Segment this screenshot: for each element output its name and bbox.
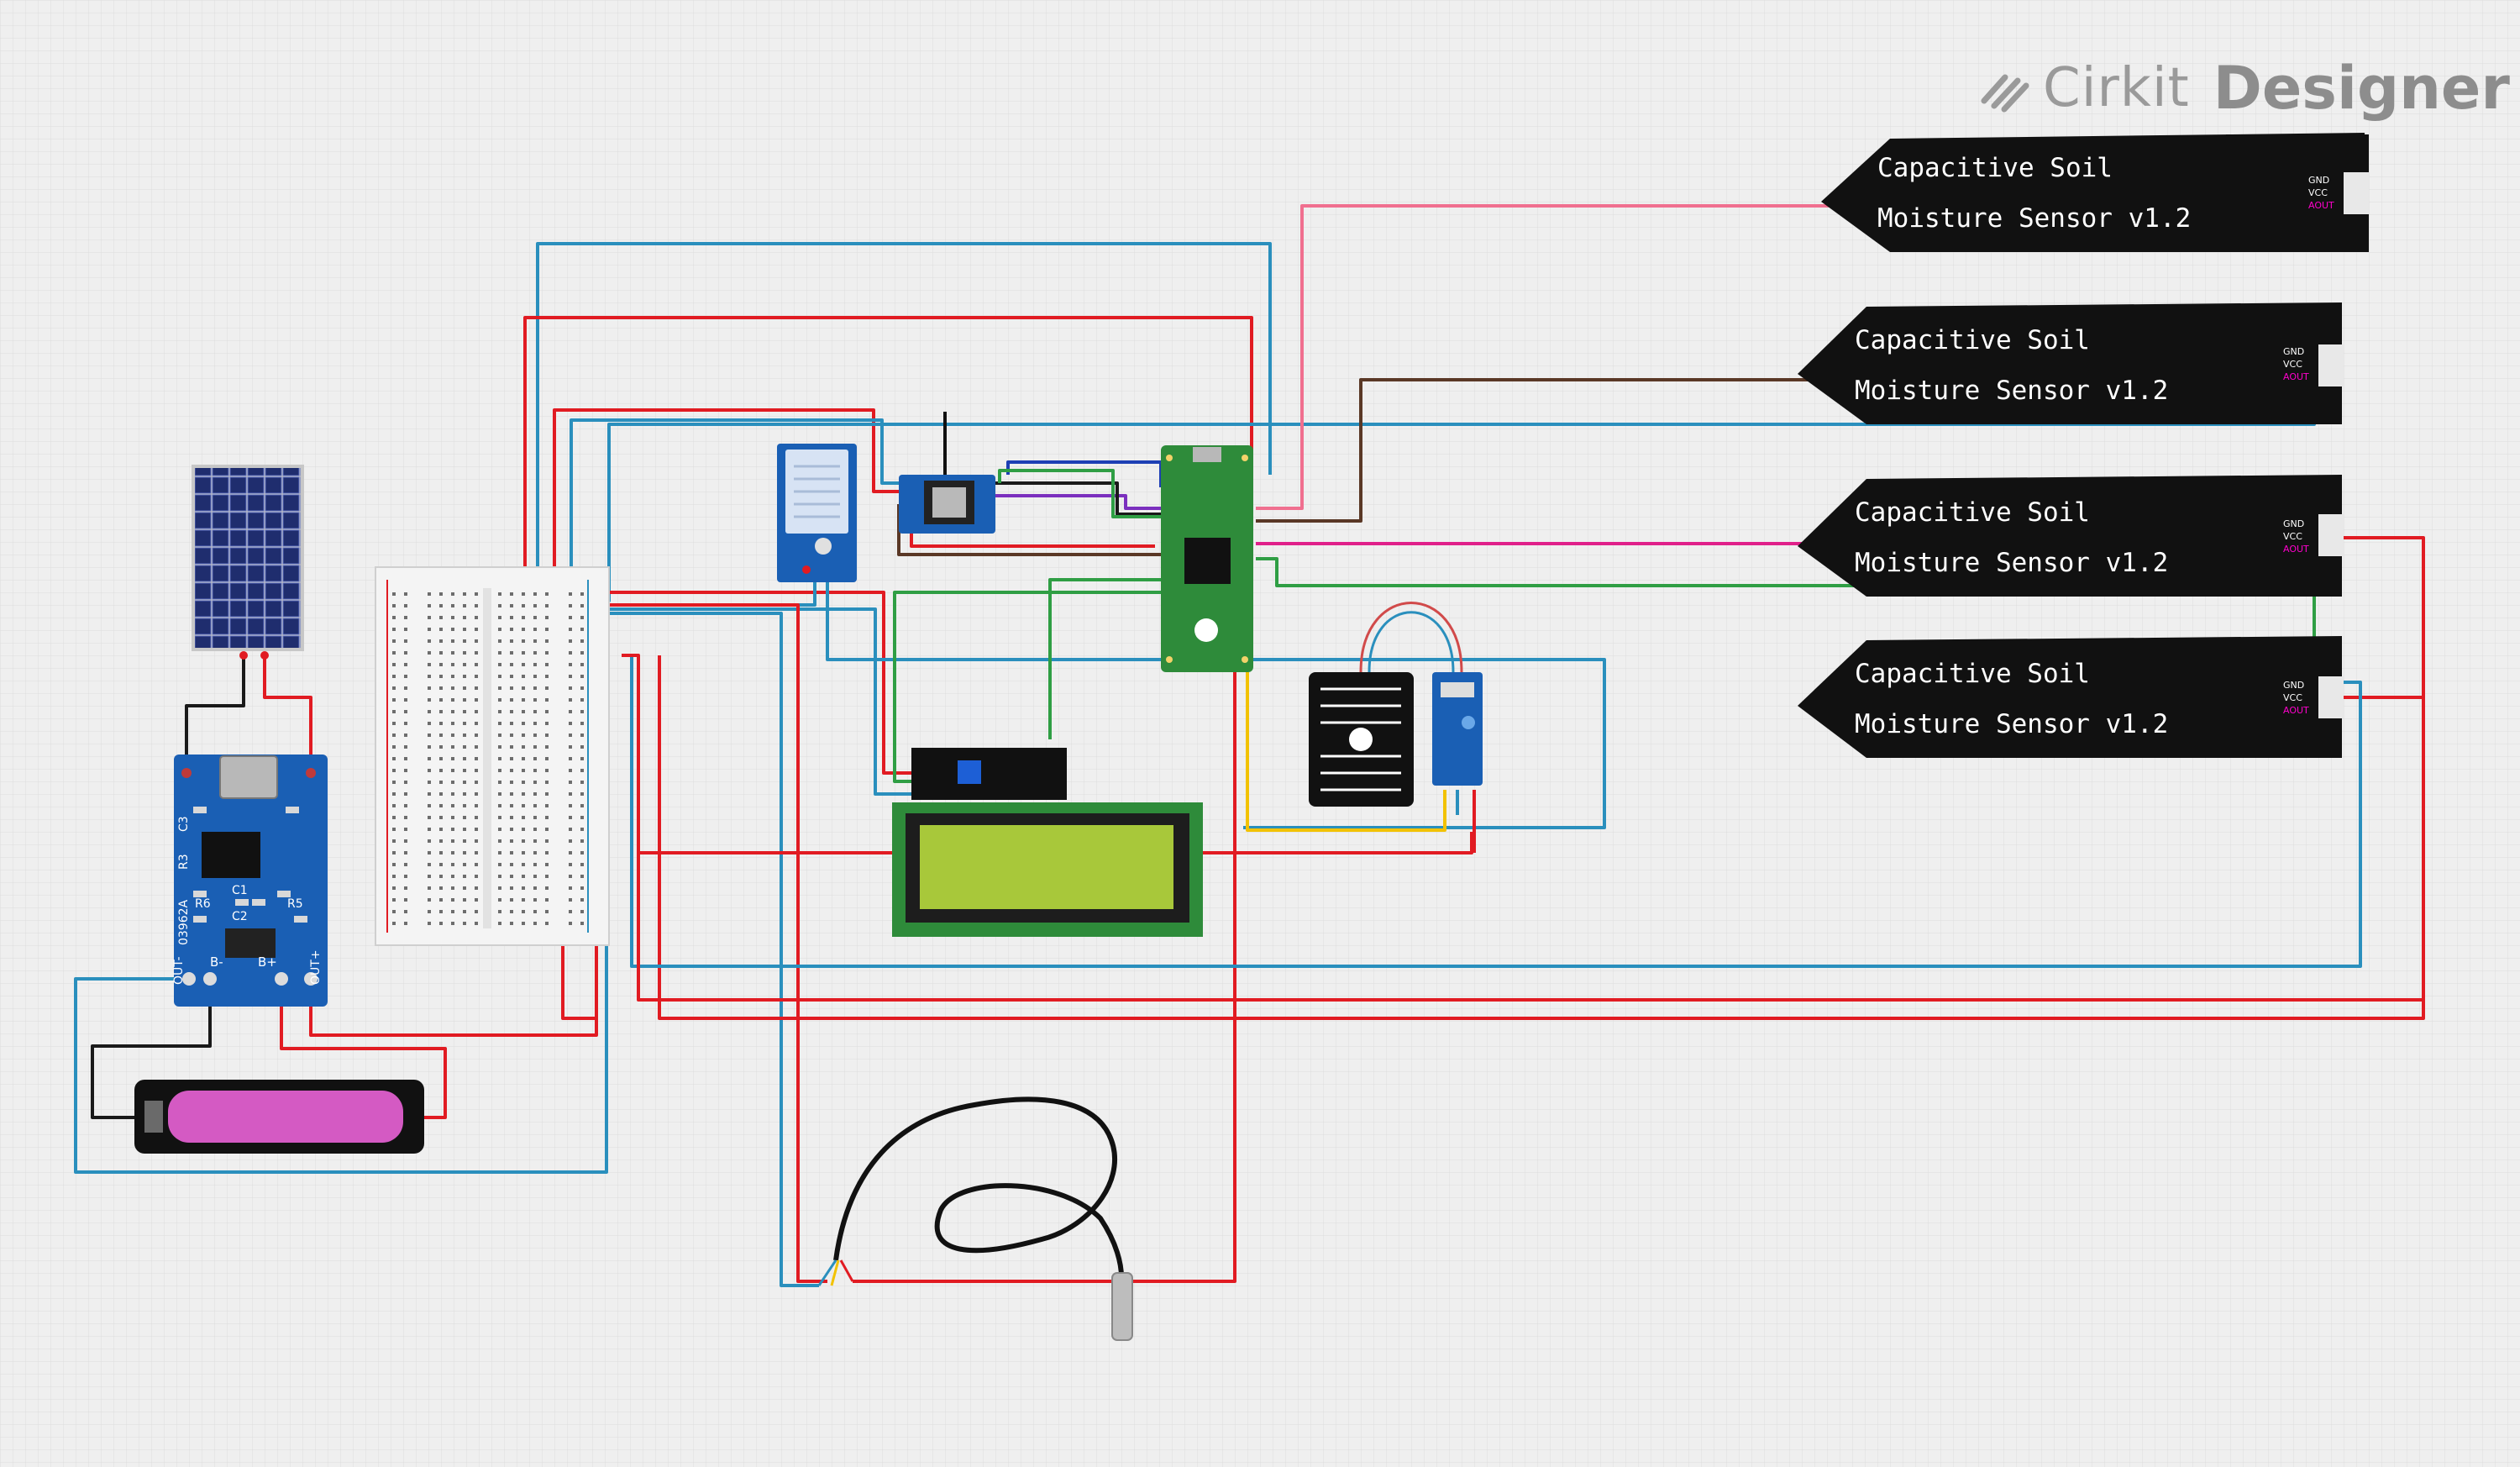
soil-sensor-3-gnd: GND [2283,518,2304,529]
wire-esp-pico-4[interactable] [998,469,1168,518]
wire-bb-lcd-blue[interactable] [596,607,911,796]
wire-esp-pico-1[interactable] [991,494,1161,510]
wire-lcd-sda[interactable] [893,591,1163,783]
soil-sensor-1-line1: Capacitive Soil [1877,153,2113,183]
charger-label-b-neg: B- [210,954,223,970]
charger-label-part: 03962A [177,899,191,945]
charger-label-r3: R3 [177,854,191,870]
soil-sensor-1-gnd: GND [2308,175,2329,186]
wire-solar-pos[interactable] [263,655,312,773]
charger-label-c2: C2 [232,910,248,923]
battery-holder[interactable] [134,1080,424,1154]
charger-label-out-pos: OUT+ [309,949,323,985]
charger-module[interactable]: B- B+ R6 C1 C2 R5 OUT- OUT+ 03962A R3 C3 [172,755,328,1007]
soil-sensor-2[interactable]: Capacitive Soil Moisture Sensor v1.2 GND… [1798,302,2344,424]
soil-sensor-3[interactable]: Capacitive Soil Moisture Sensor v1.2 GND… [1798,475,2344,597]
soil-sensor-3-aout: AOUT [2283,544,2309,555]
rain-sensor[interactable] [1309,602,1483,807]
soil-sensor-1-vcc: VCC [2308,187,2328,198]
wire-out-neg[interactable] [74,588,608,1174]
brand-logo: Cirkit Designer [1976,50,2510,126]
wire-bat-neg[interactable] [91,979,212,1119]
soil-sensor-2-aout: AOUT [2283,371,2309,382]
charger-label-b-pos: B+ [258,954,277,970]
wires [74,204,2425,1287]
soil-sensor-1[interactable]: Capacitive Soil Moisture Sensor v1.2 GND… [1821,133,2369,252]
soil-sensor-4-gnd: GND [2283,680,2304,691]
dht11-sensor[interactable] [777,444,857,582]
brand-logo-text: Cirkit [2043,57,2190,119]
esp-module[interactable] [899,412,995,534]
soil-sensor-3-line1: Capacitive Soil [1855,497,2090,528]
charger-label-r6: R6 [195,897,211,911]
solar-panel[interactable] [192,465,304,660]
wire-ds-blue[interactable] [596,612,819,1287]
wire-dht-data[interactable] [826,580,1606,829]
lcd-display[interactable] [892,748,1203,937]
wire-esp-pico-2[interactable] [991,481,1161,516]
soil-sensor-1-line2: Moisture Sensor v1.2 [1877,203,2191,234]
soil-sensor-4-vcc: VCC [2283,692,2302,703]
breadboard[interactable] [375,566,610,946]
wire-lcd-scl[interactable] [1048,578,1163,739]
wire-bat-pos[interactable] [280,979,447,1119]
charger-label-c1: C1 [232,884,248,897]
brand-product-text: Designer [2213,54,2510,123]
soil-sensor-1-aout: AOUT [2308,200,2334,211]
wire-soil-4-aout[interactable] [1256,557,2316,681]
charger-label-r5: R5 [287,897,303,911]
soil-sensor-2-gnd: GND [2283,346,2304,357]
charger-label-out-neg: OUT- [172,956,186,985]
wire-soil-gnd[interactable] [630,655,2362,968]
soil-sensor-3-vcc: VCC [2283,531,2302,542]
soil-sensor-2-line2: Moisture Sensor v1.2 [1855,376,2168,406]
ds18b20-probe[interactable] [817,1096,1133,1341]
wire-bb-lcd-red[interactable] [596,591,911,775]
raspberry-pi-pico[interactable] [1161,445,1253,672]
wire-ds-red2[interactable] [853,672,1236,1283]
charger-label-c3: C3 [177,816,191,832]
wire-rain-do[interactable] [1246,672,1446,832]
soil-sensor-3-line2: Moisture Sensor v1.2 [1855,548,2168,578]
soil-sensor-4[interactable]: Capacitive Soil Moisture Sensor v1.2 GND… [1798,636,2344,758]
wire-bb-red-long2[interactable] [637,853,2423,1002]
soil-sensor-4-line2: Moisture Sensor v1.2 [1855,709,2168,739]
soil-sensor-2-line1: Capacitive Soil [1855,325,2090,355]
soil-sensor-4-line1: Capacitive Soil [1855,659,2090,689]
soil-sensor-4-aout: AOUT [2283,705,2309,716]
wire-solar-neg[interactable] [185,655,245,773]
wire-ds-red[interactable] [596,603,827,1283]
wire-soil-vcc[interactable] [658,536,2425,1020]
soil-sensor-2-vcc: VCC [2283,359,2302,370]
cirkit-logo-icon [1981,74,2029,113]
